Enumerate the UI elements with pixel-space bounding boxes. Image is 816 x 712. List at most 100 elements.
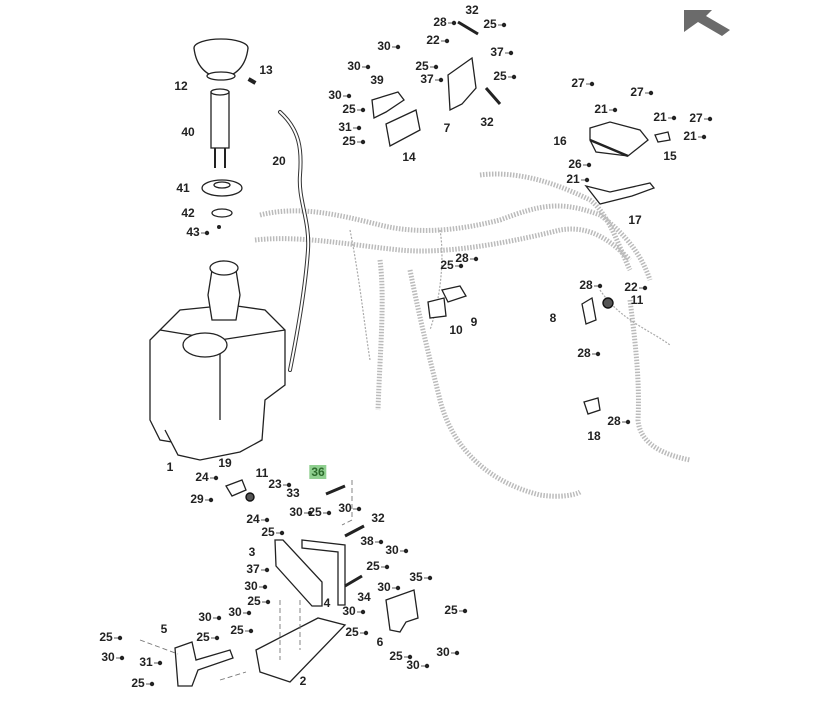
- callout-30[interactable]: 30: [198, 610, 212, 624]
- callout-2[interactable]: 2: [299, 674, 307, 688]
- callout-17[interactable]: 17: [628, 213, 642, 227]
- callout-23[interactable]: 23: [268, 477, 282, 491]
- callout-25[interactable]: 25: [366, 559, 380, 573]
- fastener-mark: [433, 64, 439, 70]
- callout-37[interactable]: 37: [246, 562, 260, 576]
- callout-25[interactable]: 25: [196, 630, 210, 644]
- callout-25[interactable]: 25: [131, 676, 145, 690]
- callout-37[interactable]: 37: [490, 45, 504, 59]
- callout-31[interactable]: 31: [338, 120, 352, 134]
- callout-28[interactable]: 28: [577, 346, 591, 360]
- callout-28[interactable]: 28: [455, 251, 469, 265]
- callout-21[interactable]: 21: [653, 110, 667, 124]
- callout-30[interactable]: 30: [436, 645, 450, 659]
- callout-33[interactable]: 33: [286, 486, 300, 500]
- callout-19[interactable]: 19: [218, 456, 232, 470]
- callout-37[interactable]: 37: [420, 72, 434, 86]
- fastener-mark: [286, 482, 292, 488]
- callout-25[interactable]: 25: [261, 525, 275, 539]
- callout-31[interactable]: 31: [139, 655, 153, 669]
- callout-25[interactable]: 25: [342, 102, 356, 116]
- callout-25[interactable]: 25: [493, 69, 507, 83]
- fastener-mark: [214, 635, 220, 641]
- callout-11[interactable]: 11: [255, 466, 269, 480]
- callout-30[interactable]: 30: [228, 605, 242, 619]
- callout-21[interactable]: 21: [683, 129, 697, 143]
- callout-30[interactable]: 30: [406, 658, 420, 672]
- strainer-part-40: [210, 88, 230, 168]
- callout-25[interactable]: 25: [415, 59, 429, 73]
- fastener-mark: [119, 655, 125, 661]
- callout-38[interactable]: 38: [360, 534, 374, 548]
- callout-18[interactable]: 18: [587, 429, 601, 443]
- callout-24[interactable]: 24: [195, 470, 209, 484]
- callout-25[interactable]: 25: [389, 649, 403, 663]
- callout-32[interactable]: 32: [465, 3, 479, 17]
- callout-25[interactable]: 25: [99, 630, 113, 644]
- callout-7[interactable]: 7: [443, 121, 451, 135]
- callout-8[interactable]: 8: [549, 311, 557, 325]
- callout-39[interactable]: 39: [370, 73, 384, 87]
- callout-30[interactable]: 30: [342, 604, 356, 618]
- callout-25[interactable]: 25: [444, 603, 458, 617]
- callout-25[interactable]: 25: [483, 17, 497, 31]
- callout-26[interactable]: 26: [568, 157, 582, 171]
- callout-21[interactable]: 21: [566, 172, 580, 186]
- assembly-line: [341, 480, 353, 526]
- callout-25[interactable]: 25: [247, 594, 261, 608]
- callout-28[interactable]: 28: [579, 278, 593, 292]
- callout-42[interactable]: 42: [181, 206, 195, 220]
- callout-27[interactable]: 27: [571, 76, 585, 90]
- callout-32[interactable]: 32: [480, 115, 494, 129]
- bracket-part-4: [301, 539, 346, 606]
- callout-25[interactable]: 25: [440, 258, 454, 272]
- callout-21[interactable]: 21: [594, 102, 608, 116]
- callout-41[interactable]: 41: [176, 181, 190, 195]
- callout-28[interactable]: 28: [433, 15, 447, 29]
- callout-6[interactable]: 6: [376, 635, 384, 649]
- callout-9[interactable]: 9: [470, 315, 478, 329]
- callout-40[interactable]: 40: [181, 125, 195, 139]
- callout-25[interactable]: 25: [345, 625, 359, 639]
- callout-27[interactable]: 27: [689, 111, 703, 125]
- callout-30[interactable]: 30: [101, 650, 115, 664]
- callout-22[interactable]: 22: [426, 33, 440, 47]
- callout-25[interactable]: 25: [342, 134, 356, 148]
- callout-35[interactable]: 35: [409, 570, 423, 584]
- callout-30[interactable]: 30: [347, 59, 361, 73]
- callout-25[interactable]: 25: [230, 623, 244, 637]
- callout-30[interactable]: 30: [338, 501, 352, 515]
- callout-30[interactable]: 30: [377, 39, 391, 53]
- callout-1[interactable]: 1: [166, 460, 174, 474]
- callout-30[interactable]: 30: [289, 505, 303, 519]
- callout-29[interactable]: 29: [190, 492, 204, 506]
- callout-3[interactable]: 3: [248, 545, 256, 559]
- callout-25[interactable]: 25: [308, 505, 322, 519]
- callout-15[interactable]: 15: [663, 149, 677, 163]
- callout-11[interactable]: 11: [630, 293, 644, 307]
- fastener-mark: [451, 20, 457, 26]
- callout-34[interactable]: 34: [357, 590, 371, 604]
- assembly-line: [139, 639, 179, 655]
- callout-36[interactable]: 36: [309, 465, 327, 479]
- callout-30[interactable]: 30: [244, 579, 258, 593]
- callout-14[interactable]: 14: [402, 150, 416, 164]
- callout-12[interactable]: 12: [174, 79, 188, 93]
- fastener-mark: [363, 630, 369, 636]
- callout-24[interactable]: 24: [246, 512, 260, 526]
- callout-16[interactable]: 16: [553, 134, 567, 148]
- callout-13[interactable]: 13: [259, 63, 273, 77]
- callout-32[interactable]: 32: [371, 511, 385, 525]
- callout-30[interactable]: 30: [328, 88, 342, 102]
- callout-4[interactable]: 4: [323, 596, 331, 610]
- callout-5[interactable]: 5: [160, 622, 168, 636]
- callout-28[interactable]: 28: [607, 414, 621, 428]
- fastener-mark: [424, 663, 430, 669]
- callout-43[interactable]: 43: [186, 225, 200, 239]
- callout-20[interactable]: 20: [272, 154, 286, 168]
- callout-30[interactable]: 30: [377, 580, 391, 594]
- callout-27[interactable]: 27: [630, 85, 644, 99]
- callout-10[interactable]: 10: [449, 323, 463, 337]
- callout-22[interactable]: 22: [624, 280, 638, 294]
- callout-30[interactable]: 30: [385, 543, 399, 557]
